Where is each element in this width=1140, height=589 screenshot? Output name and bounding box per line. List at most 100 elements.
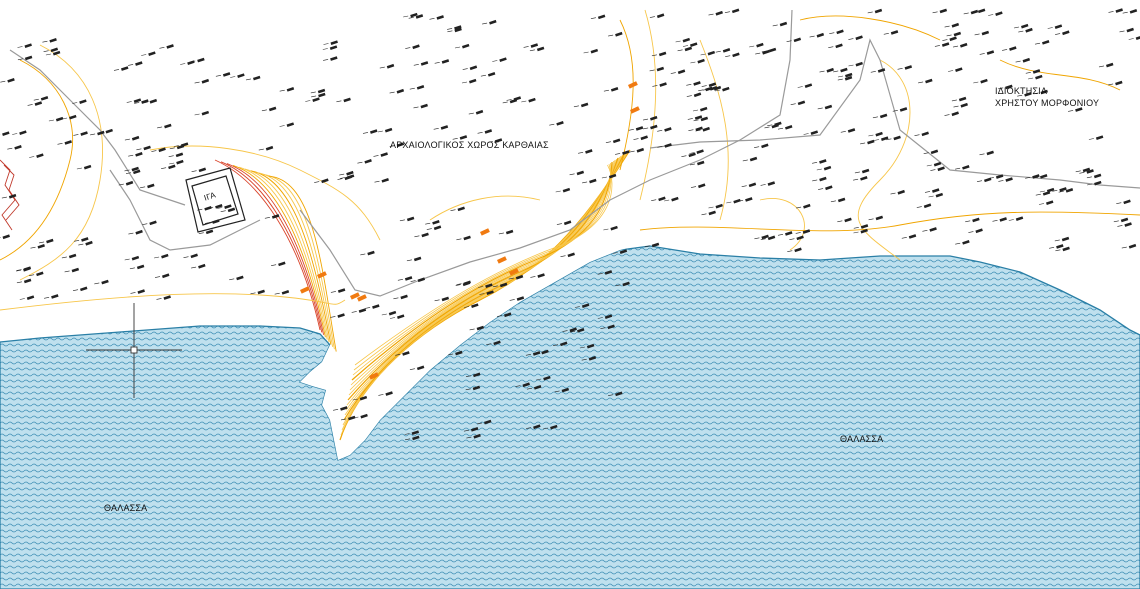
elevation-tick	[1034, 42, 1041, 45]
elevation-mark	[1115, 80, 1123, 86]
contour-line	[344, 154, 623, 416]
elevation-mark	[585, 149, 593, 154]
elevation-tick	[198, 232, 204, 234]
elevation-tick	[677, 49, 683, 52]
elevation-tick	[854, 171, 860, 174]
elevation-mark	[499, 57, 507, 62]
elevation-mark	[650, 115, 658, 121]
elevation-tick	[413, 64, 419, 66]
elevation-tick	[942, 39, 948, 41]
elevation-tick	[498, 232, 504, 235]
elevation-tick	[1122, 11, 1128, 14]
elevation-mark	[34, 101, 43, 106]
elevation-tick	[482, 22, 488, 25]
elevation-tick	[979, 153, 985, 156]
elevation-mark	[904, 65, 913, 70]
elevation-mark	[1128, 243, 1137, 249]
elevation-mark	[215, 204, 223, 209]
elevation-tick	[351, 311, 357, 313]
elevation-tick	[125, 172, 132, 174]
elevation-mark	[1015, 216, 1024, 221]
elevation-mark	[433, 225, 442, 231]
elevation-tick	[447, 28, 453, 30]
elevation-mark	[656, 13, 665, 19]
elevation-mark	[406, 216, 415, 222]
elevation-mark	[1065, 188, 1074, 193]
orange-marker	[350, 292, 360, 300]
elevation-tick	[230, 76, 236, 78]
elevation-mark	[722, 86, 730, 92]
elevation-tick	[1032, 176, 1039, 179]
elevation-mark	[1061, 236, 1070, 242]
elevation-mark	[432, 220, 440, 225]
elevation-tick	[128, 154, 134, 157]
elevation-mark	[346, 174, 355, 179]
elevation-tick	[124, 169, 130, 172]
elevation-mark	[515, 274, 524, 280]
elevation-tick	[892, 110, 898, 112]
elevation-tick	[955, 167, 961, 170]
elevation-tick	[94, 282, 100, 285]
elevation-mark	[577, 328, 585, 333]
elevation-tick	[812, 179, 818, 182]
contour-line	[250, 170, 332, 345]
elevation-mark	[312, 97, 320, 102]
elevation-mark	[745, 197, 753, 202]
elevation-tick	[173, 145, 179, 147]
elevation-tick	[590, 17, 596, 19]
elevation-tick	[651, 199, 657, 201]
elevation-tick	[409, 87, 415, 90]
elevation-mark	[504, 312, 512, 318]
elevation-mark	[958, 96, 967, 102]
elevation-tick	[944, 114, 950, 116]
elevation-mark	[227, 207, 236, 213]
elevation-tick	[17, 58, 23, 61]
elevation-tick	[168, 155, 174, 157]
elevation-tick	[393, 297, 399, 300]
elevation-tick	[715, 89, 721, 92]
elevation-mark	[980, 78, 988, 84]
elevation-mark	[384, 127, 393, 133]
elevation-mark	[36, 153, 44, 158]
elevation-tick	[404, 433, 410, 435]
elevation-tick	[1025, 177, 1031, 179]
elevation-mark	[536, 46, 545, 52]
elevation-tick	[429, 18, 435, 20]
elevation-tick	[816, 168, 822, 171]
elevation-mark	[771, 123, 779, 129]
elevation-mark	[533, 424, 541, 430]
elevation-tick	[868, 134, 874, 137]
elevation-tick	[90, 133, 96, 136]
elevation-tick	[951, 99, 957, 102]
elevation-mark	[779, 21, 788, 27]
elevation-mark	[935, 192, 944, 198]
elevation-tick	[279, 89, 285, 92]
elevation-tick	[72, 102, 78, 104]
elevation-mark	[1123, 199, 1131, 205]
elevation-tick	[426, 228, 432, 230]
elevation-mark	[329, 45, 338, 50]
elevation-mark	[845, 72, 853, 78]
elevation-mark	[550, 424, 558, 430]
elevation-tick	[1052, 190, 1058, 192]
elevation-tick	[413, 106, 419, 109]
elevation-mark	[1093, 173, 1102, 179]
elevation-tick	[603, 228, 609, 231]
elevation-tick	[76, 167, 82, 170]
elevation-mark	[469, 78, 477, 84]
elevation-tick	[279, 125, 285, 127]
elevation-mark	[131, 166, 139, 172]
elevation-tick	[523, 46, 529, 48]
elevation-mark	[1025, 27, 1033, 33]
elevation-tick	[988, 177, 994, 179]
elevation-mark	[874, 8, 883, 14]
elevation-tick	[754, 146, 760, 148]
elevation-mark	[346, 170, 354, 176]
elevation-mark	[761, 234, 769, 240]
elevation-mark	[749, 156, 758, 162]
elevation-tick	[706, 88, 712, 91]
elevation-mark	[597, 14, 606, 20]
elevation-mark	[318, 92, 326, 98]
elevation-mark	[1009, 46, 1017, 51]
